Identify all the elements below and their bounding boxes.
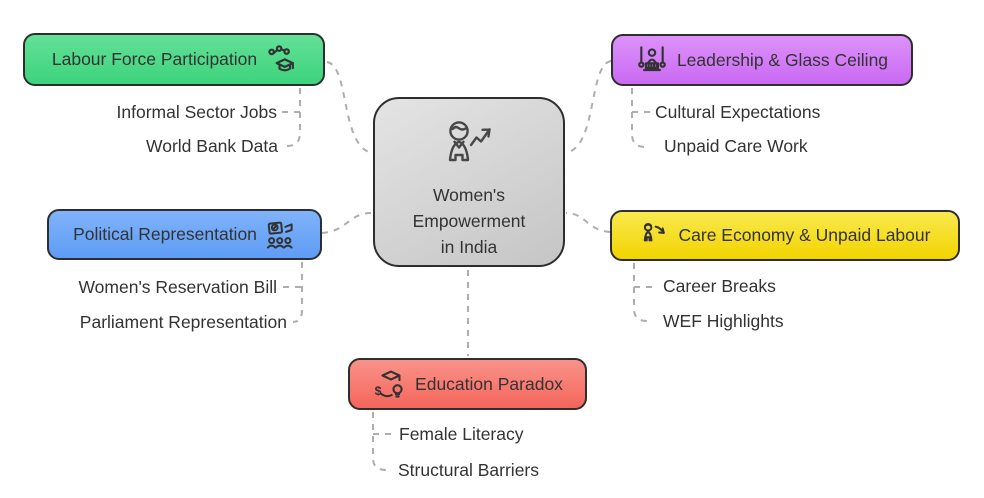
svg-text:$: $ (375, 384, 382, 398)
child-node-structural-barriers: Structural Barriers (398, 460, 540, 480)
branch-node-label: Leadership & Glass Ceiling (676, 49, 889, 70)
center-node: Women's Empowerment in India (373, 97, 565, 267)
child-node-informal-sector-jobs: Informal Sector Jobs (116, 102, 277, 122)
skills-graduation-cap-icon (266, 44, 296, 75)
child-node-world-bank-data: World Bank Data (146, 136, 278, 156)
branch-node-label: Care Economy & Unpaid Labour (678, 225, 931, 245)
branch-node-care-economy: Care Economy & Unpaid Labour (610, 210, 960, 261)
edge-education-children (372, 412, 391, 471)
edge-political-children (283, 262, 303, 323)
center-node-label: Women's Empowerment in India (412, 185, 526, 257)
branch-node-labour-force: Labour Force Participation (23, 33, 325, 86)
child-node-wef-highlights: WEF Highlights (663, 311, 784, 331)
edge-center-labour (326, 61, 373, 154)
podium-leader-icon (636, 44, 668, 76)
crowd-placard-icon (266, 220, 296, 250)
branch-node-education-paradox: $ Education Paradox (348, 358, 587, 410)
child-node-career-breaks: Career Breaks (663, 276, 776, 296)
edge-center-care (565, 212, 611, 233)
child-node-female-literacy: Female Literacy (399, 424, 524, 444)
edge-care-children (633, 263, 652, 322)
woman-decline-arrow-icon (640, 221, 670, 251)
edge-center-leadership (565, 60, 612, 154)
edge-labour-children (282, 88, 301, 147)
edge-leadership-children (631, 88, 650, 148)
branch-node-political-representation: Political Representation (47, 209, 322, 260)
branch-node-label: Education Paradox (415, 373, 563, 394)
child-node-womens-reservation-bill: Women's Reservation Bill (78, 277, 277, 297)
child-node-cultural-expectations: Cultural Expectations (655, 102, 821, 122)
branch-node-leadership-glass-ceiling: Leadership & Glass Ceiling (611, 34, 913, 86)
branch-node-label: Labour Force Participation (51, 49, 258, 69)
child-node-unpaid-care-work: Unpaid Care Work (664, 136, 808, 156)
woman-growth-arrow-icon (442, 118, 496, 176)
edge-center-political (321, 212, 373, 234)
branch-node-label: Political Representation (73, 224, 257, 244)
child-node-parliament-representation: Parliament Representation (79, 312, 287, 332)
graduation-dollar-bulb-icon: $ (372, 368, 406, 400)
